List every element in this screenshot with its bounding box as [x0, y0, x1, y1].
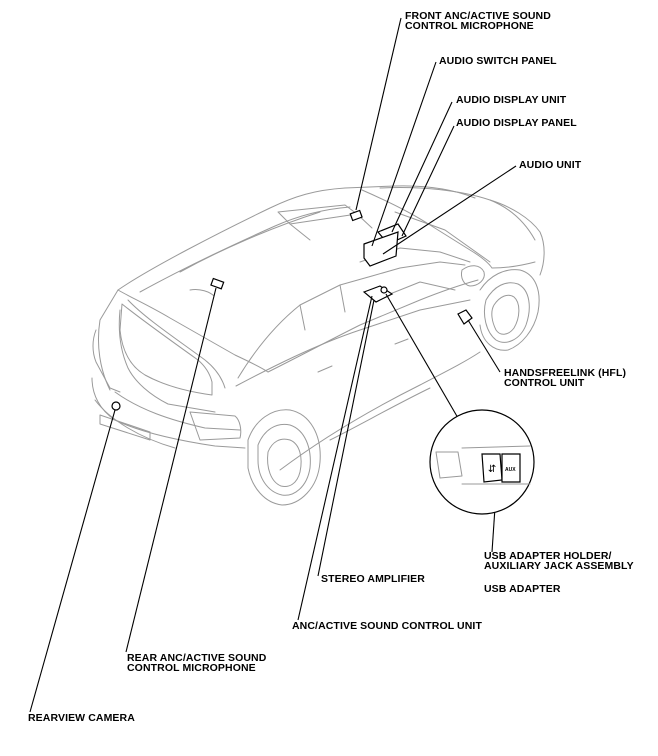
- usb-holder-part: [380, 286, 388, 294]
- label-rear-mic-line2: CONTROL MICROPHONE: [127, 662, 256, 674]
- label-anc-unit: ANC/ACTIVE SOUND CONTROL UNIT: [292, 620, 482, 632]
- label-audio-display-panel: AUDIO DISPLAY PANEL: [456, 117, 577, 129]
- usb-inset-detail: ⇵ AUX: [429, 409, 535, 515]
- label-hfl-line2: CONTROL UNIT: [504, 377, 585, 389]
- label-rear-mic-line1: REAR ANC/ACTIVE SOUND: [127, 652, 267, 664]
- label-audio-display-unit: AUDIO DISPLAY UNIT: [456, 94, 567, 106]
- label-usb-adapter: USB ADAPTER: [484, 583, 561, 595]
- label-front-mic-line1: FRONT ANC/ACTIVE SOUND: [405, 10, 551, 22]
- label-front-mic-line2: CONTROL MICROPHONE: [405, 20, 534, 32]
- hfl-control-unit-part: [457, 309, 473, 325]
- rear-microphone-part: [210, 277, 225, 290]
- leader-lines: [29, 17, 517, 713]
- audio-unit-part: [363, 231, 399, 267]
- label-usb-holder-line2: AUXILIARY JACK ASSEMBLY: [484, 560, 634, 572]
- usb-icon: ⇵: [488, 464, 496, 475]
- aux-jack-label: AUX: [505, 467, 516, 473]
- label-rearview-camera: REARVIEW CAMERA: [28, 712, 135, 724]
- label-audio-unit: AUDIO UNIT: [519, 159, 582, 171]
- rearview-camera-part: [111, 401, 121, 411]
- label-audio-switch-panel: AUDIO SWITCH PANEL: [439, 55, 557, 67]
- label-hfl-line1: HANDSFREELINK (HFL): [504, 367, 627, 379]
- front-microphone-part: [349, 209, 363, 222]
- stereo-amplifier-part: [362, 285, 394, 303]
- component-parts: [111, 209, 473, 411]
- label-usb-holder-line1: USB ADAPTER HOLDER/: [484, 550, 612, 562]
- label-stereo-amplifier: STEREO AMPLIFIER: [321, 573, 425, 585]
